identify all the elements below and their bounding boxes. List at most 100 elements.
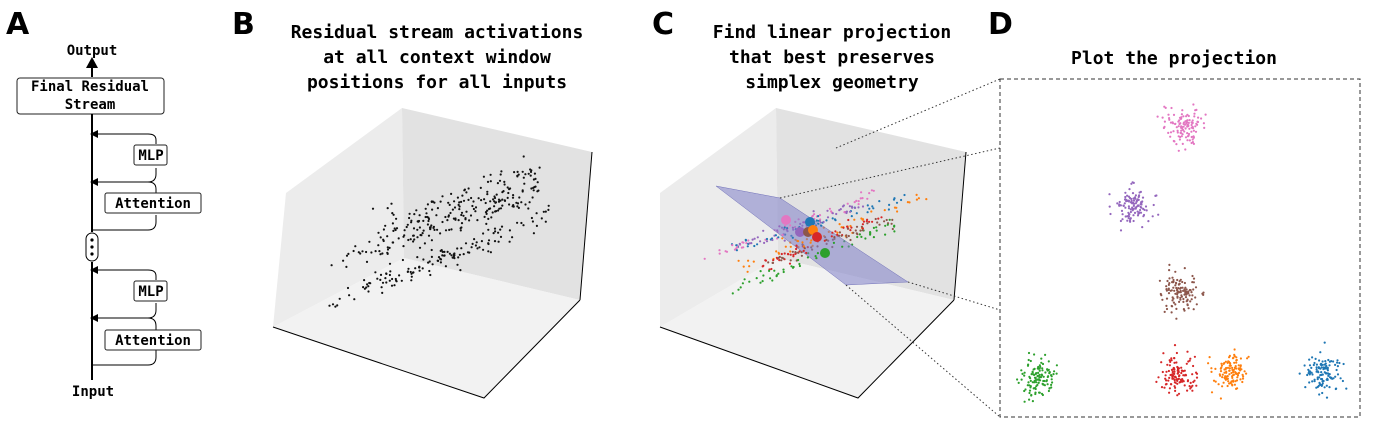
activation-point (336, 304, 339, 307)
projected-point (1134, 207, 1137, 210)
projected-point (1184, 296, 1188, 299)
activation-point (415, 209, 418, 212)
projected-point (1220, 362, 1223, 365)
activation-point (499, 173, 502, 176)
projected-point (1182, 125, 1185, 128)
activation-point (527, 207, 530, 210)
c-box-bottom-axes (659, 299, 955, 399)
activation-point (382, 239, 385, 243)
projected-point (1108, 193, 1111, 196)
activation-point (751, 238, 754, 241)
projected-point (1246, 357, 1249, 360)
activation-point (524, 203, 527, 206)
activation-point (482, 175, 485, 178)
projected-point (1178, 374, 1181, 377)
projected-point (1183, 123, 1187, 126)
activation-point (506, 186, 509, 189)
activation-point (831, 231, 834, 234)
activation-point (381, 291, 384, 294)
activation-point (856, 233, 859, 236)
activation-point (544, 210, 547, 213)
projected-point (1321, 391, 1324, 395)
activation-point (866, 204, 869, 207)
activation-point (348, 294, 351, 297)
activation-point (777, 236, 780, 239)
simplex-vertex (812, 232, 822, 242)
projected-point (1167, 288, 1170, 291)
projected-point (1155, 380, 1158, 383)
projected-point (1311, 373, 1314, 376)
activation-point (506, 196, 509, 199)
activation-point (441, 250, 444, 253)
projected-point (1167, 379, 1170, 382)
activation-point (412, 234, 415, 237)
activation-point (903, 193, 906, 197)
activation-point (382, 228, 385, 231)
activation-point (744, 239, 748, 242)
connector-bottom-1 (907, 281, 1001, 311)
activation-point (544, 220, 547, 223)
activation-point (803, 247, 806, 250)
projected-point (1239, 367, 1242, 370)
activation-point (783, 226, 786, 229)
activation-point (463, 188, 466, 191)
activation-point (473, 238, 476, 241)
activation-point (433, 228, 436, 231)
projected-point (1217, 383, 1220, 386)
activation-point (381, 281, 385, 284)
activation-point (439, 232, 442, 235)
activation-point (822, 220, 825, 224)
projected-point (1186, 119, 1189, 122)
projected-point (1170, 311, 1173, 314)
projected-point (1168, 118, 1171, 121)
activation-point (470, 246, 473, 249)
projected-point (1130, 182, 1133, 185)
activation-point (388, 279, 391, 282)
activation-point (450, 192, 453, 195)
activation-point (462, 199, 466, 202)
projected-point (1127, 207, 1131, 210)
activation-point (457, 256, 460, 259)
projected-point (1192, 364, 1195, 368)
activation-point (516, 221, 519, 224)
projected-point (1048, 387, 1051, 390)
projected-point (1172, 113, 1176, 116)
activation-point (830, 210, 833, 213)
activation-point (427, 234, 431, 237)
activation-point (395, 227, 399, 230)
projected-point (1195, 384, 1198, 387)
projected-point (1230, 380, 1233, 383)
projected-point (1157, 213, 1160, 216)
projected-point (1161, 116, 1164, 119)
projected-point (1055, 364, 1058, 367)
projected-point (1132, 219, 1135, 223)
activation-point (354, 245, 357, 248)
projected-point (1132, 201, 1135, 204)
activation-point (494, 210, 497, 213)
projected-point (1241, 380, 1244, 384)
activation-point (489, 173, 492, 176)
projected-point (1132, 214, 1135, 217)
projected-point (1167, 292, 1171, 295)
activation-point (780, 259, 783, 262)
activation-point (855, 225, 859, 228)
activation-point (547, 208, 550, 211)
activation-point (511, 196, 515, 199)
projected-point (1222, 381, 1225, 384)
activation-point (498, 207, 501, 210)
projected-point (1160, 361, 1163, 364)
activation-point (459, 269, 462, 272)
activation-point (857, 206, 860, 209)
projected-point (1108, 205, 1111, 208)
activation-point (431, 263, 434, 266)
projected-point (1182, 300, 1185, 303)
projected-point (1027, 381, 1030, 384)
projected-point (1119, 229, 1123, 232)
projected-point (1036, 374, 1039, 377)
projected-point (1132, 204, 1135, 207)
activation-point (436, 228, 439, 231)
activation-point (452, 217, 455, 220)
projected-point (1322, 368, 1325, 371)
projected-point (1320, 371, 1323, 374)
projected-point (1118, 200, 1121, 204)
